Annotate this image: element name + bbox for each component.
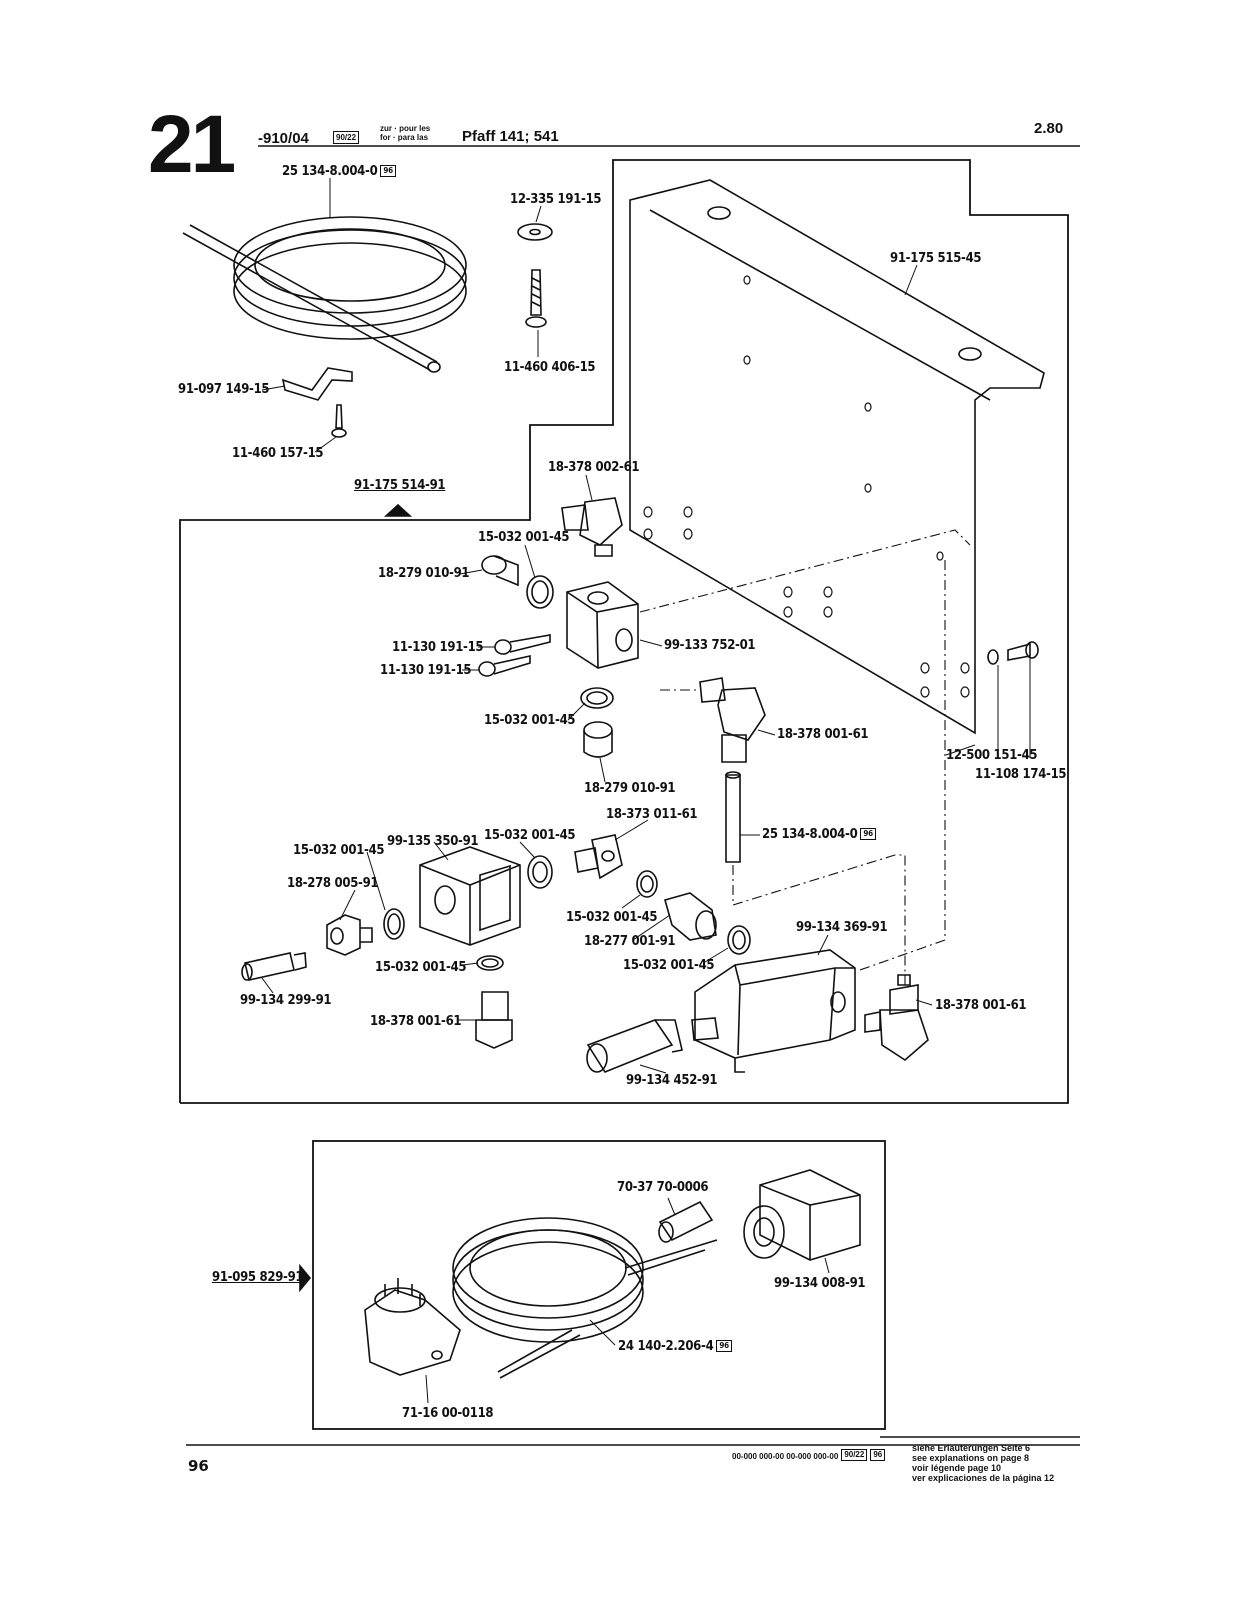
part-label: 99-134 452-91: [626, 1073, 718, 1088]
part-label: 11-130 191-15: [392, 640, 484, 655]
clamp-drawing: [281, 367, 353, 401]
fitting-a-drawing: [574, 834, 623, 880]
for-label-1: zur · pour les: [380, 124, 431, 133]
tube-short-drawing: [725, 771, 741, 863]
part-label: 18-279 010-91: [378, 566, 470, 581]
part-label: 91-097 149-15: [178, 382, 270, 397]
assembly-link[interactable]: 91-175 514-91: [354, 478, 446, 493]
part-label: 18-279 010-91: [584, 781, 676, 796]
screws-ab-drawing: [478, 634, 551, 677]
seal-c-drawing: [527, 855, 553, 889]
muffler-small-drawing: [241, 952, 307, 981]
part-label: 11-130 191-15: [380, 663, 472, 678]
part-label: 99-135 350-91: [387, 834, 479, 849]
badge: 96: [860, 828, 876, 840]
part-label: 15-032 001-45: [484, 828, 576, 843]
page-number: 96: [188, 1457, 209, 1475]
coil-drawing: [743, 1169, 861, 1261]
part-label: 15-032 001-45: [623, 958, 715, 973]
elbow-low-drawing: [475, 991, 513, 1049]
valve-body-drawing: [419, 846, 521, 946]
seal-e-drawing: [383, 908, 405, 940]
part-label: 18-378 002-61: [548, 460, 640, 475]
part-label: 99-134 008-91: [774, 1276, 866, 1291]
part-label: 99-134 369-91: [796, 920, 888, 935]
plug-b-drawing: [583, 721, 613, 758]
machine-model: Pfaff 141; 541: [462, 128, 559, 145]
plug-a-drawing: [481, 555, 519, 587]
section-number: 21: [148, 99, 236, 190]
part-label: 18-373 011-61: [606, 807, 698, 822]
cable-assembly-pointer: [299, 1263, 312, 1293]
plug-connector-drawing: [364, 1278, 461, 1376]
note-english: see explanations on page 8: [912, 1453, 1030, 1463]
part-label: 15-032 001-45: [293, 843, 385, 858]
badge: 96: [716, 1340, 732, 1352]
part-label: 99-133 752-01: [664, 638, 756, 653]
assembly-border: [179, 159, 1069, 1104]
assembly-link[interactable]: 91-095 829-91: [212, 1270, 304, 1285]
part-label: 91-175 515-45: [890, 251, 982, 266]
badge: 96: [870, 1449, 886, 1461]
part-label: 11-460 157-15: [232, 446, 324, 461]
part-label: 15-032 001-45: [566, 910, 658, 925]
seal-b-drawing: [580, 687, 614, 709]
badge: 96: [380, 165, 396, 177]
part-label: 12-335 191-15: [510, 192, 602, 207]
note-german: siehe Erläuterungen Seite 6: [912, 1443, 1031, 1453]
part-label: 11-460 406-15: [504, 360, 596, 375]
seal-a-drawing: [526, 575, 554, 609]
washer-drawing: [517, 223, 553, 241]
part-label: 99-134 299-91: [240, 993, 332, 1008]
part-label: 11-108 174-15: [975, 767, 1067, 782]
part-label: 70-37 70-0006: [617, 1180, 709, 1195]
part-label: 18-277 001-91: [584, 934, 676, 949]
part-label: 12-500 151-45: [946, 748, 1038, 763]
block-drawing: [566, 581, 639, 669]
part-label: 15-032 001-45: [478, 530, 570, 545]
cable-assembly-border: [312, 1140, 886, 1430]
screw-small-drawing: [331, 404, 347, 438]
part-label: 15-032 001-45: [375, 960, 467, 975]
nipple-drawing: [664, 892, 717, 941]
elbow-top-drawing: [561, 497, 623, 557]
nut-a-drawing: [326, 914, 373, 956]
leader-lines: [261, 178, 976, 1404]
note-french: voir légende page 10: [912, 1463, 1002, 1473]
assembly-pointer: [383, 503, 413, 517]
part-label: 15-032 001-45: [484, 713, 576, 728]
code-box: 90/22: [333, 131, 360, 144]
seal-f-drawing: [636, 870, 658, 898]
seal-g-drawing: [727, 925, 751, 955]
note-spanish: ver explicaciones de la página 12: [912, 1473, 1055, 1483]
bracket-plate-drawing: [629, 179, 1045, 735]
for-label-2: for · para las: [380, 133, 429, 142]
screw-long-drawing: [525, 269, 547, 328]
tubing-coil-drawing: [182, 216, 467, 373]
silencer-drawing: [586, 1019, 683, 1073]
revision: 2.80: [1034, 120, 1064, 137]
cable-coil-drawing: [452, 1217, 718, 1379]
catalog-code: -910/04: [258, 130, 309, 147]
part-label: 18-278 005-91: [287, 876, 379, 891]
elbow-mid-drawing: [699, 677, 766, 763]
seal-low-drawing: [476, 955, 504, 971]
part-label: 18-378 001-61: [370, 1014, 462, 1029]
part-label: 71-16 00-0118: [402, 1406, 494, 1421]
part-label: 18-378 001-61: [935, 998, 1027, 1013]
elbow-right-drawing: [864, 974, 929, 1062]
solenoid-valve-drawing: [691, 949, 856, 1073]
washer-bolt-b-drawing: [987, 641, 1039, 758]
part-label: 18-378 001-61: [777, 727, 869, 742]
sleeve-drawing: [658, 1200, 714, 1243]
assembly-lines: [639, 529, 971, 985]
